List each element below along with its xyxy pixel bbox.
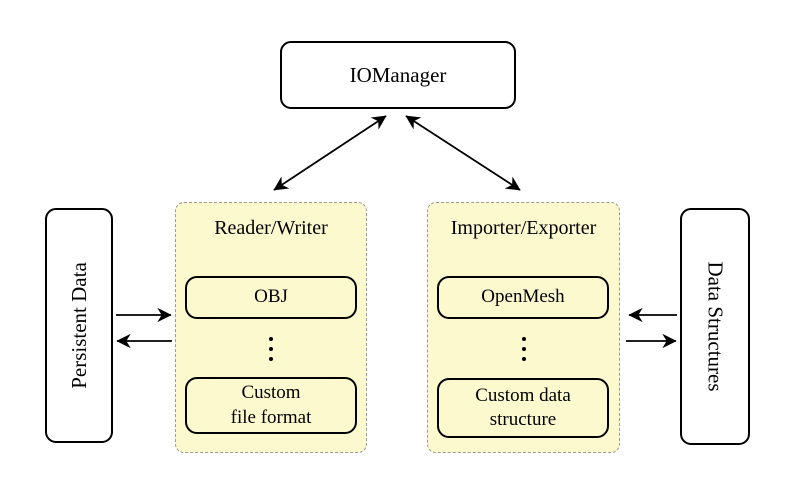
data-structures-node: Data Structures [680, 208, 750, 445]
data-structures-label: Data Structures [703, 261, 728, 392]
openmesh-node: OpenMesh [437, 276, 609, 319]
custom-file-format-node: Custom file format [185, 377, 357, 434]
openmesh-label: OpenMesh [481, 286, 565, 308]
obj-label: OBJ [254, 286, 288, 308]
edge-iomanager-readerwriter [273, 115, 387, 191]
custom-file-format-label: Custom file format [230, 382, 312, 428]
importer-exporter-title: Importer/Exporter [450, 217, 597, 239]
edge-iomanager-importerexporter [405, 115, 521, 191]
vertical-ellipsis-icon [521, 337, 526, 361]
obj-node: OBJ [185, 276, 357, 319]
iomanager-label: IOManager [349, 62, 447, 87]
persistent-data-node: Persistent Data [45, 208, 113, 443]
iomanager-node: IOManager [280, 41, 516, 109]
custom-data-structure-label: Custom data structure [475, 384, 571, 430]
group-reader-writer: Reader/Writer OBJ Custom file format [175, 202, 367, 453]
group-importer-exporter: Importer/Exporter OpenMesh Custom data s… [427, 202, 620, 453]
persistent-data-label: Persistent Data [66, 262, 91, 389]
vertical-ellipsis-icon [269, 337, 273, 361]
reader-writer-title: Reader/Writer [214, 217, 328, 239]
custom-data-structure-node: Custom data structure [437, 378, 609, 438]
